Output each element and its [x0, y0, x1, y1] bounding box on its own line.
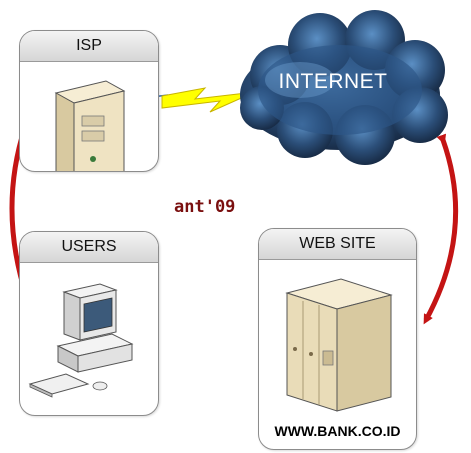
users-computer-icon	[28, 283, 134, 398]
users-panel: USERS	[19, 231, 159, 416]
website-panel: WEB SITE WWW.BANK.CO.ID	[258, 228, 417, 450]
author-signature: ant'09	[174, 197, 236, 217]
website-url: WWW.BANK.CO.ID	[274, 423, 401, 439]
internet-label: INTERNET	[278, 70, 388, 93]
isp-server-icon	[54, 80, 126, 171]
internet-cloud	[240, 10, 448, 165]
isp-title: ISP	[20, 31, 158, 62]
website-title: WEB SITE	[259, 229, 416, 260]
users-title: USERS	[20, 232, 158, 263]
isp-panel: ISP	[19, 30, 159, 172]
lightning-bolt	[161, 87, 256, 113]
internet-website-arrow	[423, 133, 459, 325]
website-server-icon	[285, 278, 393, 412]
